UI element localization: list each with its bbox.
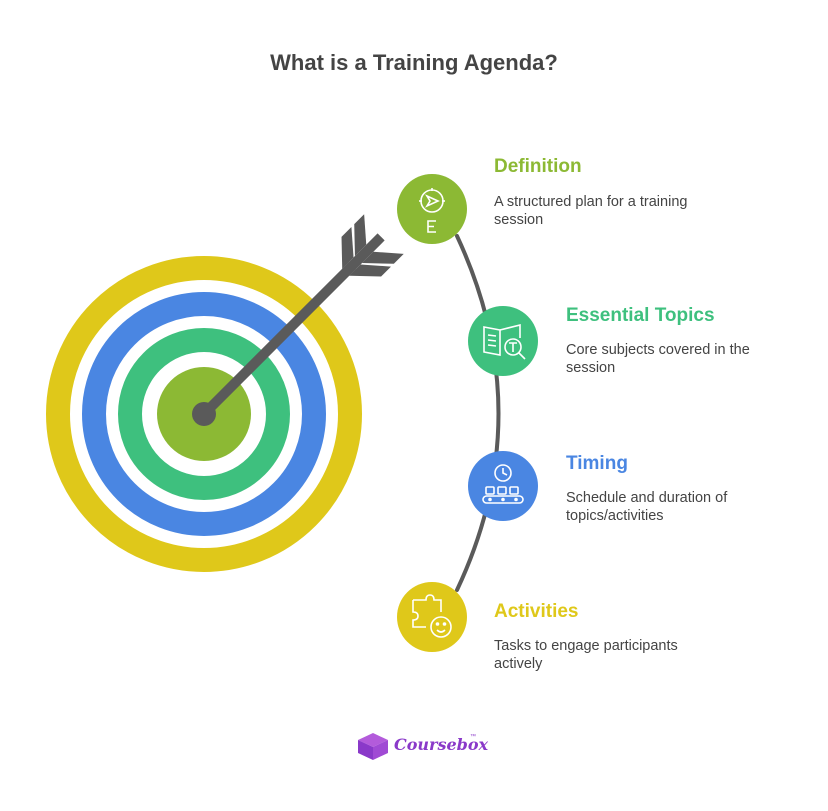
timing-heading: Timing <box>566 453 628 474</box>
essential-topics-heading: Essential Topics <box>566 305 715 326</box>
essential-topics-node <box>468 306 538 376</box>
coursebox-logo-tm: ™ <box>470 734 476 740</box>
coursebox-logo-icon <box>358 733 388 760</box>
timeline-arc <box>455 234 501 592</box>
target-ring-green <box>118 328 290 500</box>
definition-heading: Definition <box>494 156 582 177</box>
puzzle-face-icon <box>412 594 452 638</box>
target-ring-blue <box>82 292 326 536</box>
timing-node <box>468 451 538 521</box>
target-ring-outer <box>46 256 362 572</box>
activities-description: Tasks to engage participants actively <box>494 638 678 672</box>
activities-heading: Activities <box>494 601 579 622</box>
target <box>46 256 362 572</box>
definition-node <box>397 174 467 244</box>
compass-icon <box>419 188 445 233</box>
clock-conveyor-icon <box>482 464 524 504</box>
coursebox-logo-text: Coursebox <box>394 735 489 754</box>
page-title: What is a Training Agenda? <box>270 50 558 75</box>
essential-topics-description: Core subjects covered in the session <box>566 342 750 376</box>
arrow <box>192 214 404 426</box>
book-search-icon <box>483 323 526 360</box>
timing-description: Schedule and duration of topics/activiti… <box>566 490 728 524</box>
definition-description: A structured plan for a training session <box>494 194 688 228</box>
activities-node <box>397 582 467 652</box>
